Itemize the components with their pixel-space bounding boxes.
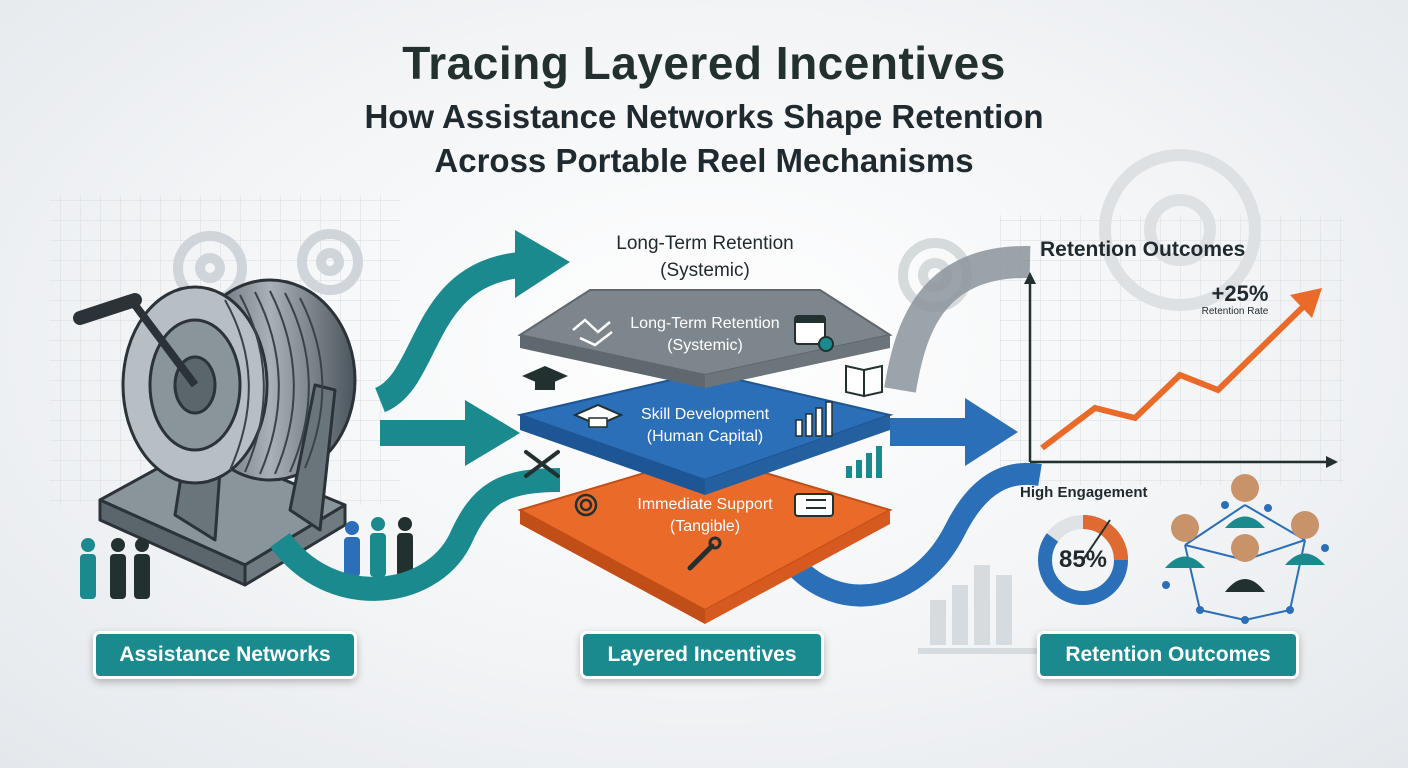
- subtitle-line-2: Across Portable Reel Mechanisms: [434, 142, 974, 179]
- calendar-gear-icon: [794, 315, 834, 352]
- stack-top-label-title: Long-Term Retention: [616, 233, 794, 254]
- flow-arrow-bottom: [270, 468, 561, 601]
- page-subtitle: How Assistance Networks Shape Retention …: [0, 95, 1408, 183]
- wrench-icon: [687, 536, 722, 571]
- graduation-cap-icon: [522, 366, 568, 390]
- gear-icon: [1099, 149, 1261, 311]
- flow-gray: [884, 245, 1031, 393]
- layer-blue-side-r: [705, 415, 890, 495]
- subtitle-line-1: How Assistance Networks Shape Retention: [364, 98, 1044, 135]
- tools-icon: [524, 450, 560, 478]
- engagement-label: High Engagement: [1020, 484, 1148, 501]
- layer-title: Skill Development: [640, 406, 770, 423]
- layer-title: Immediate Support: [637, 496, 773, 513]
- stack-top-label-subtitle: (Systemic): [660, 260, 750, 281]
- layer-subtitle: (Human Capital): [646, 428, 764, 445]
- outcomes-title: Retention Outcomes: [1040, 238, 1246, 261]
- page-title: Tracing Layered Incentives: [402, 37, 1006, 89]
- book-icon: [845, 364, 883, 398]
- trend-chart-icon: [1024, 272, 1338, 468]
- people-group-icon: [80, 517, 413, 599]
- flow-arrow-top: [374, 252, 522, 413]
- layer-label-skill: Skill Development (Human Capital): [610, 404, 800, 448]
- badge-layered-incentives: Layered Incentives: [583, 634, 821, 676]
- layer-subtitle: (Tangible): [669, 518, 741, 535]
- graduation-cap-icon: [572, 403, 624, 428]
- cable-icon: [574, 493, 598, 517]
- flow-arrow-top-head: [515, 230, 570, 298]
- layer-subtitle: (Systemic): [667, 337, 743, 354]
- layer-label-long-term: Long-Term Retention (Systemic): [610, 313, 800, 357]
- stack-top-label: Long-Term Retention (Systemic): [560, 230, 850, 284]
- gear-icon: [297, 229, 363, 295]
- bar-chart-up-icon: [795, 401, 833, 437]
- badge-retention-outcomes: Retention Outcomes: [1040, 634, 1296, 676]
- handshake-icon: [572, 318, 613, 347]
- reel-machine-icon: [73, 278, 357, 587]
- flow-arrow-right-head: [965, 398, 1018, 466]
- layer-title: Long-Term Retention: [630, 315, 780, 332]
- engagement-value: 85%: [1058, 546, 1108, 573]
- faded-bars: [918, 565, 1038, 654]
- flow-arrow-middle: [380, 420, 470, 446]
- layer-gray-side: [520, 335, 705, 388]
- reel-windings: [224, 290, 324, 475]
- flow-arrow-right: [890, 418, 970, 446]
- layer-orange-side: [520, 510, 705, 624]
- ticket-icon: [794, 493, 834, 517]
- layer-blue-side: [520, 415, 705, 495]
- growth-value: +25%: [1211, 281, 1269, 306]
- layer-gray-side-r: [705, 335, 890, 388]
- layer-orange-side-r: [705, 510, 890, 624]
- layer-label-immediate: Immediate Support (Tangible): [610, 494, 800, 538]
- flow-blue-bottom: [781, 462, 1042, 607]
- flow-arrow-middle-head: [465, 400, 520, 466]
- donut-gauge-icon: [1038, 515, 1128, 605]
- badge-assistance-networks: Assistance Networks: [96, 634, 354, 676]
- growth-label: Retention Rate: [1201, 306, 1269, 317]
- bar-chart-up-icon: [846, 446, 882, 478]
- team-network-icon: [1162, 474, 1329, 624]
